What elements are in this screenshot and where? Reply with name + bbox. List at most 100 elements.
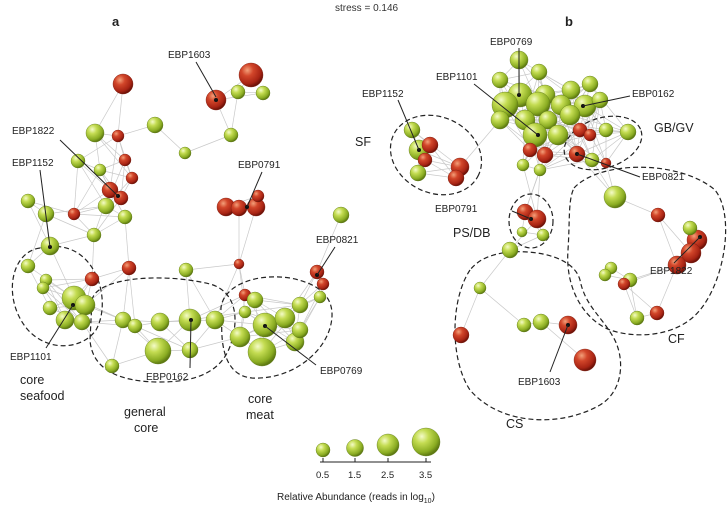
sf-outline bbox=[389, 114, 483, 196]
green-node bbox=[516, 158, 530, 172]
green-node bbox=[291, 296, 309, 314]
green-node bbox=[473, 281, 487, 295]
green-node bbox=[178, 146, 192, 160]
red-node bbox=[452, 326, 470, 344]
green-node bbox=[73, 313, 91, 331]
leader-b-ebp1152 bbox=[397, 99, 420, 151]
callout-leaders bbox=[39, 48, 701, 373]
green-node bbox=[144, 337, 172, 365]
green-node bbox=[20, 193, 36, 209]
leader-a-ebp0821 bbox=[316, 246, 336, 276]
network-edge bbox=[539, 134, 591, 171]
green-node bbox=[403, 121, 421, 139]
green-node bbox=[291, 321, 309, 339]
green-node bbox=[538, 110, 558, 130]
red-node bbox=[649, 305, 665, 321]
callout-b-ebp0769: EBP0769 bbox=[490, 37, 533, 48]
red-node bbox=[680, 242, 702, 264]
green-node bbox=[74, 294, 96, 316]
callout-a-ebp0821: EBP0821 bbox=[316, 235, 359, 246]
leader-b-ebp1101 bbox=[473, 83, 539, 136]
green-node bbox=[146, 116, 164, 134]
green-node bbox=[205, 310, 225, 330]
stress-label: stress = 0.146 bbox=[335, 3, 399, 14]
green-node bbox=[255, 85, 271, 101]
red-node bbox=[527, 209, 547, 229]
group-core-seafood-line2: seafood bbox=[20, 389, 65, 403]
red-node bbox=[67, 207, 81, 221]
callout-a-ebp1603: EBP1603 bbox=[168, 50, 211, 61]
group-core-meat-line1: core bbox=[248, 392, 272, 406]
green-node bbox=[547, 124, 569, 146]
group-cs: CS bbox=[506, 417, 523, 431]
network-edge bbox=[77, 135, 119, 162]
network-edge bbox=[134, 325, 191, 351]
red-node bbox=[417, 152, 433, 168]
green-node bbox=[591, 91, 609, 109]
leader-a-ebp0162 bbox=[189, 319, 192, 369]
green-node bbox=[70, 153, 86, 169]
legend-spheres bbox=[315, 427, 441, 458]
callout-b-ebp1603: EBP1603 bbox=[518, 377, 561, 388]
legend-title-main: Relative Abundance (reads in log bbox=[277, 492, 424, 503]
red-node bbox=[316, 277, 330, 291]
group-cf: CF bbox=[668, 332, 685, 346]
red-node bbox=[125, 171, 139, 185]
leader-a-ebp1822 bbox=[59, 139, 119, 197]
green-node bbox=[332, 206, 350, 224]
callout-b-ebp1101: EBP1101 bbox=[436, 72, 478, 83]
green-node bbox=[530, 63, 548, 81]
red-node bbox=[118, 153, 132, 167]
green-node bbox=[117, 209, 133, 225]
legend-title-sub: 10 bbox=[424, 498, 432, 505]
network-edge bbox=[93, 197, 122, 236]
callout-a-ebp0162: EBP0162 bbox=[146, 372, 189, 383]
callout-a-ebp1152: EBP1152 bbox=[12, 158, 54, 169]
red-node bbox=[233, 258, 245, 270]
red-node bbox=[84, 271, 100, 287]
green-node bbox=[536, 228, 550, 242]
green-node bbox=[581, 75, 599, 93]
legend-tick-label-3: 3.5 bbox=[419, 470, 432, 481]
green-node bbox=[313, 290, 327, 304]
green-node bbox=[682, 220, 698, 236]
legend-sphere bbox=[376, 433, 400, 457]
group-general-core-line2: core bbox=[134, 421, 158, 435]
network-edge bbox=[45, 213, 95, 236]
network-edge bbox=[185, 269, 216, 321]
legend-title: Relative Abundance (reads in log10) bbox=[277, 492, 435, 505]
green-node bbox=[246, 291, 264, 309]
network-edge bbox=[124, 216, 130, 269]
callout-a-ebp0791: EBP0791 bbox=[238, 160, 281, 171]
red-node bbox=[447, 169, 465, 187]
green-node bbox=[247, 337, 277, 367]
green-node bbox=[561, 80, 581, 100]
network-edge bbox=[73, 160, 79, 215]
network-edge bbox=[459, 119, 501, 168]
red-node bbox=[421, 136, 439, 154]
green-node bbox=[93, 163, 107, 177]
callout-b-ebp0162: EBP0162 bbox=[632, 89, 675, 100]
green-node bbox=[501, 241, 519, 259]
green-node bbox=[603, 185, 627, 209]
network-edge bbox=[73, 169, 101, 215]
leader-a-ebp1603 bbox=[195, 61, 217, 98]
red-node bbox=[121, 260, 137, 276]
legend-tick-label-1: 1.5 bbox=[348, 470, 361, 481]
network-edge bbox=[244, 304, 301, 313]
callout-b-ebp1822: EBP1822 bbox=[650, 266, 693, 277]
legend-sphere bbox=[411, 427, 441, 457]
network-edge bbox=[230, 91, 239, 136]
green-node bbox=[150, 312, 170, 332]
callout-b-ebp0791: EBP0791 bbox=[435, 204, 478, 215]
green-node bbox=[516, 317, 532, 333]
group-psdb: PS/DB bbox=[453, 226, 491, 240]
network-edge bbox=[589, 83, 629, 133]
green-node bbox=[127, 318, 143, 334]
leader-a-ebp0791 bbox=[246, 171, 263, 208]
panel-a-label: a bbox=[112, 14, 120, 29]
leader-a-ebp0769 bbox=[264, 325, 317, 366]
red-node bbox=[667, 255, 687, 275]
green-node bbox=[178, 262, 194, 278]
network-edge bbox=[316, 214, 342, 273]
